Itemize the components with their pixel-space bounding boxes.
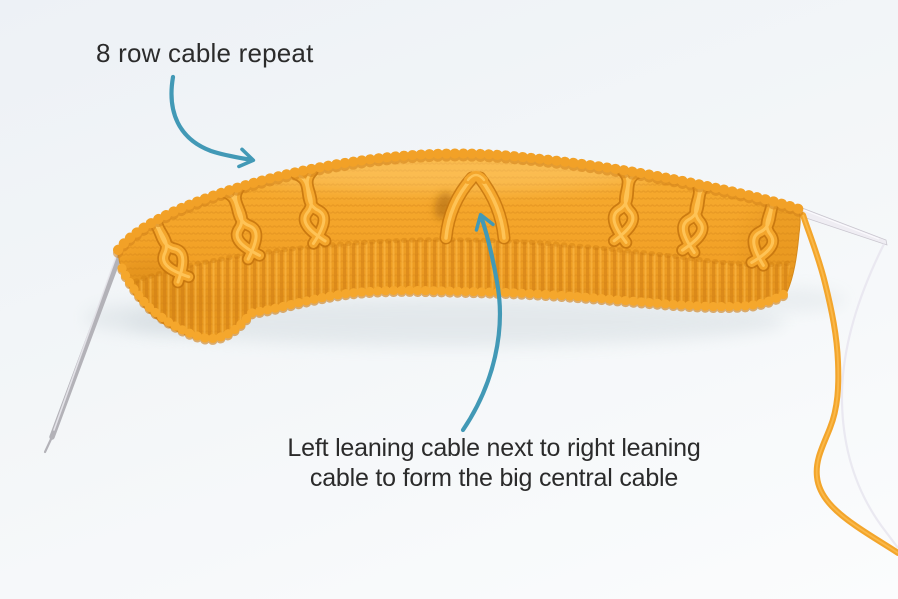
left-knitting-needle (43, 253, 122, 454)
top-annotation-arrow (169, 74, 256, 169)
yarn-tail (800, 212, 898, 556)
bottom-edge-bumps (117, 263, 792, 345)
needle-cord (840, 243, 898, 549)
top-annotation-label: 8 row cable repeat (96, 38, 314, 68)
bottom-annotation-label: Left leaning cable next to right leaning… (234, 433, 754, 493)
annotation-arrows (169, 74, 502, 433)
cast-on-loops (113, 148, 804, 258)
central-cable (434, 171, 511, 245)
bottom-annotation-line-2: cable to form the big central cable (309, 464, 679, 492)
bottom-annotation-line-1: Left leaning cable next to right leaning (287, 434, 701, 462)
bottom-annotation-arrow (460, 212, 502, 433)
